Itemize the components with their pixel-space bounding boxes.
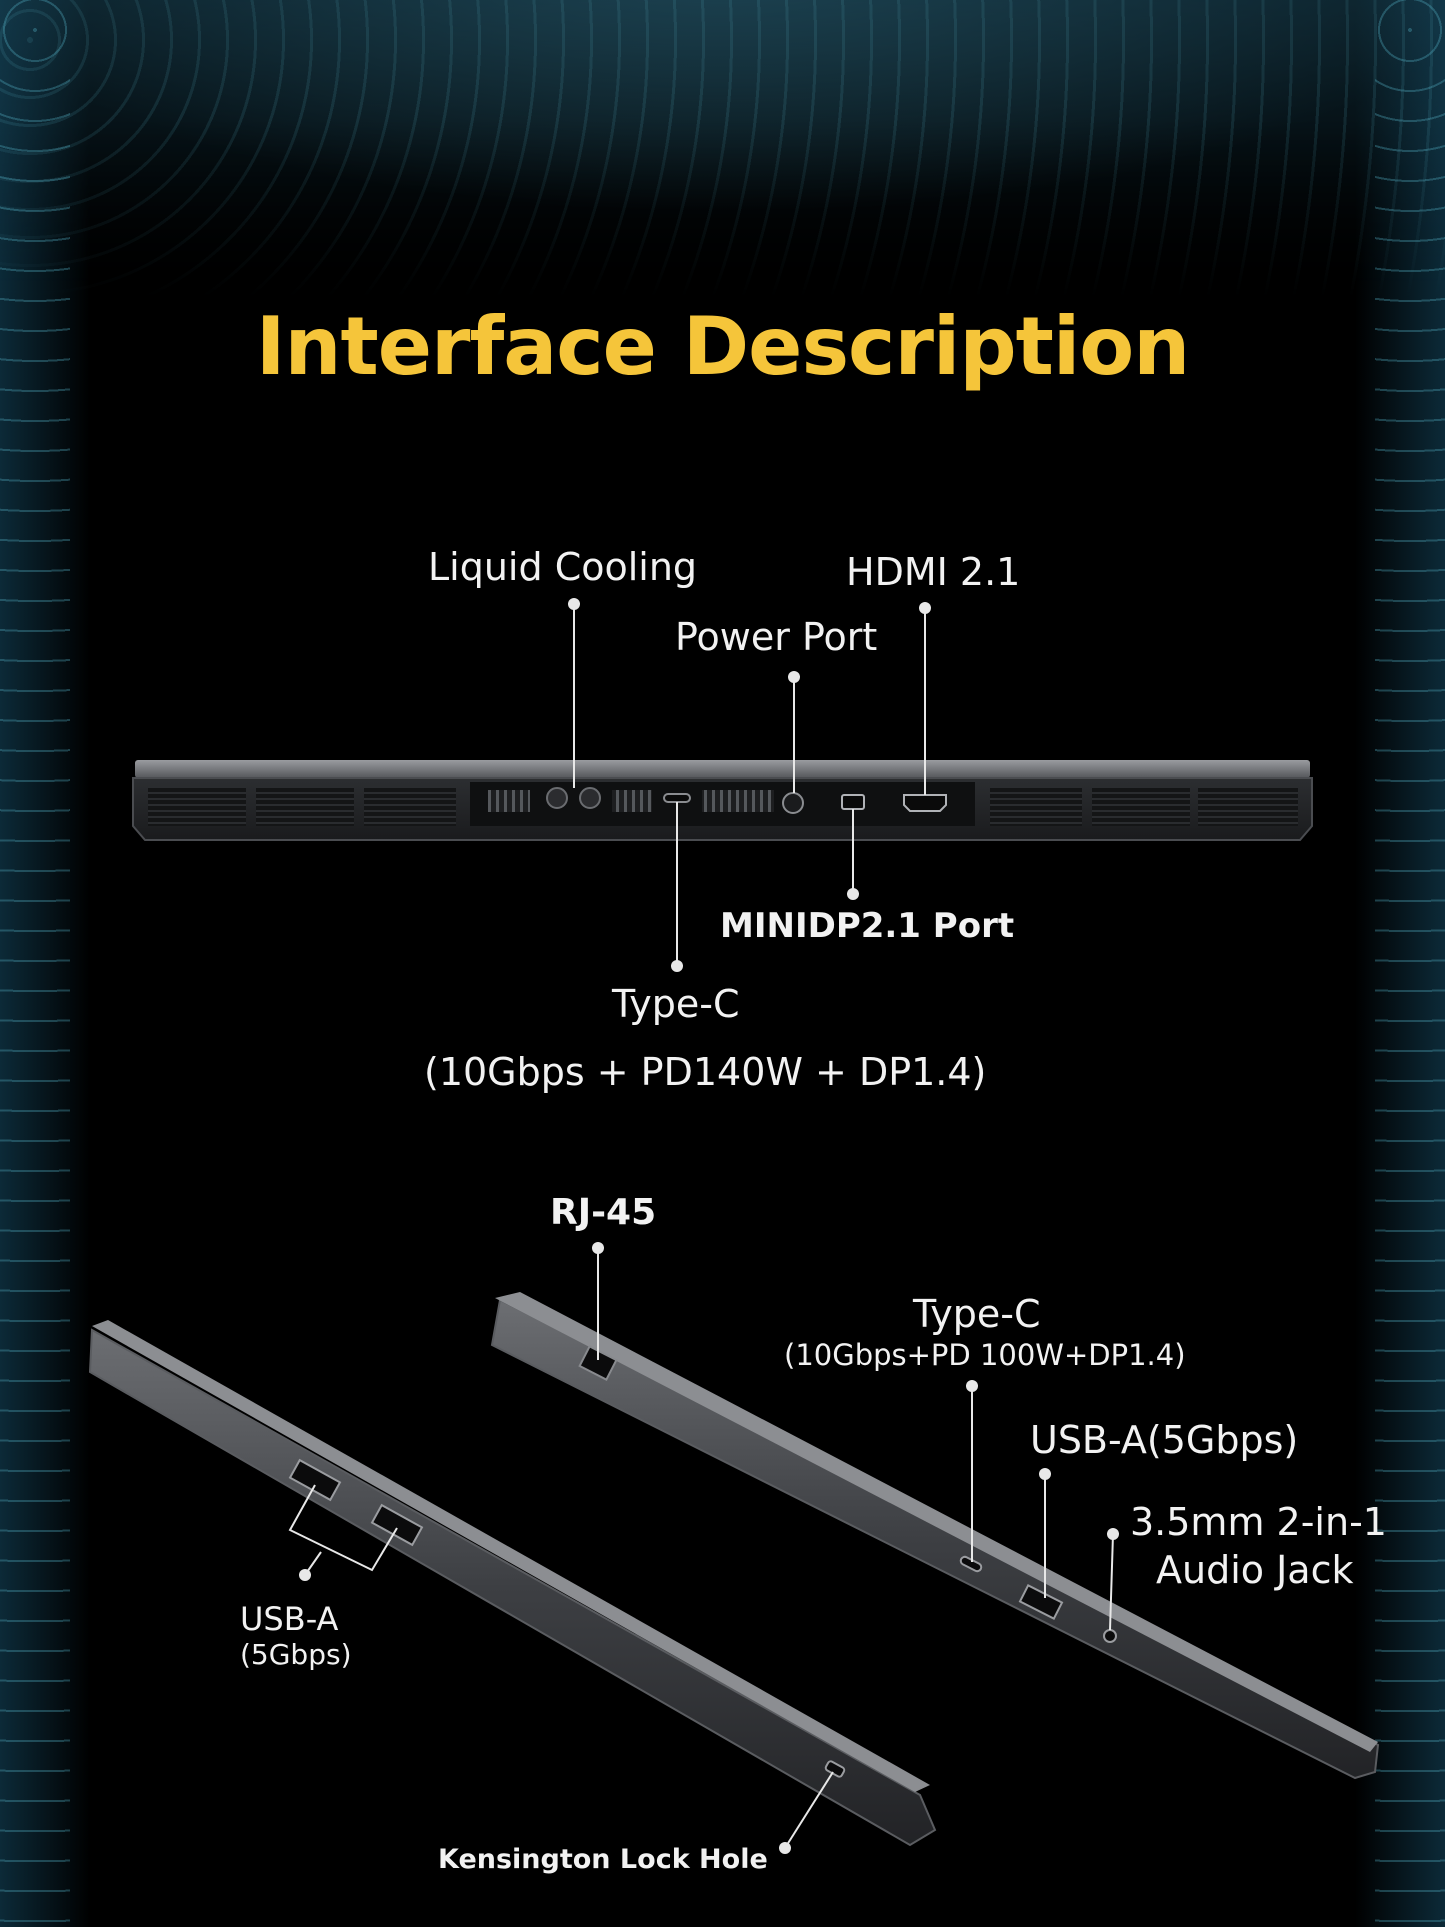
scale-texture-right <box>1375 0 1445 1927</box>
minidp-port <box>841 794 865 810</box>
vent-left-3 <box>364 786 456 826</box>
label-usba-right: USB-A(5Gbps) <box>1030 1418 1299 1462</box>
label-hdmi: HDMI 2.1 <box>846 550 1021 594</box>
left-laptop-lid <box>92 1320 930 1792</box>
liquid-cooling-port-2 <box>579 787 601 809</box>
hdmi-port <box>903 794 947 812</box>
vent-right-1 <box>990 786 1082 826</box>
vent-left-1 <box>148 786 246 826</box>
page-title: Interface Description <box>255 300 1190 393</box>
rj45-port <box>578 1345 618 1381</box>
callout-dot-audio <box>1107 1528 1119 1540</box>
usba-port-left-2 <box>370 1503 424 1547</box>
callout-dot-minidp <box>847 888 859 900</box>
typec-port-rear <box>663 793 691 803</box>
label-liquid-cooling: Liquid Cooling <box>428 545 698 589</box>
label-typec-rear-title: Type-C <box>612 982 740 1026</box>
audio-jack <box>1103 1629 1117 1643</box>
callout-dot-typec-rear <box>671 960 683 972</box>
scale-texture-top <box>0 0 1445 300</box>
callout-dot-rj45 <box>592 1242 604 1254</box>
label-audio-line2: Audio Jack <box>1156 1548 1354 1592</box>
vent-right-3 <box>1198 786 1298 826</box>
callout-dot-power-port <box>788 671 800 683</box>
callout-dot-usba-right <box>1039 1468 1051 1480</box>
label-usba-left-spec: (5Gbps) <box>240 1638 352 1671</box>
usba-port-left-1 <box>288 1458 342 1502</box>
callout-dot-kensington <box>779 1842 791 1854</box>
right-laptop-lid <box>495 1292 1378 1752</box>
grill-1 <box>488 790 530 812</box>
label-typec-side-spec: (10Gbps+PD 100W+DP1.4) <box>784 1338 1186 1372</box>
label-power-port: Power Port <box>675 615 878 659</box>
label-typec-rear-spec: (10Gbps + PD140W + DP1.4) <box>424 1050 987 1094</box>
grill-2 <box>612 790 652 812</box>
label-typec-side-title: Type-C <box>913 1292 1041 1336</box>
scale-texture-left <box>0 0 70 1927</box>
callout-dot-liquid-cooling <box>568 598 580 610</box>
callout-audio <box>1109 1533 1114 1631</box>
callout-dot-usba-left <box>299 1569 311 1581</box>
callout-kensington <box>784 1771 834 1849</box>
label-audio-line1: 3.5mm 2-in-1 <box>1130 1500 1387 1544</box>
grill-3 <box>702 790 774 812</box>
rear-lid <box>135 760 1310 778</box>
vent-right-2 <box>1092 786 1190 826</box>
liquid-cooling-port-1 <box>546 787 568 809</box>
label-rj45: RJ-45 <box>550 1192 657 1233</box>
label-minidp: MINIDP2.1 Port <box>720 906 1015 946</box>
label-usba-left-title: USB-A <box>240 1600 339 1638</box>
vent-left-2 <box>256 786 354 826</box>
power-port <box>782 792 804 814</box>
label-kensington: Kensington Lock Hole <box>438 1844 768 1875</box>
callout-usba-left <box>288 1484 398 1572</box>
callout-dot-hdmi <box>919 602 931 614</box>
left-laptop-body <box>88 1328 937 1847</box>
callout-dot-typec-side <box>966 1380 978 1392</box>
